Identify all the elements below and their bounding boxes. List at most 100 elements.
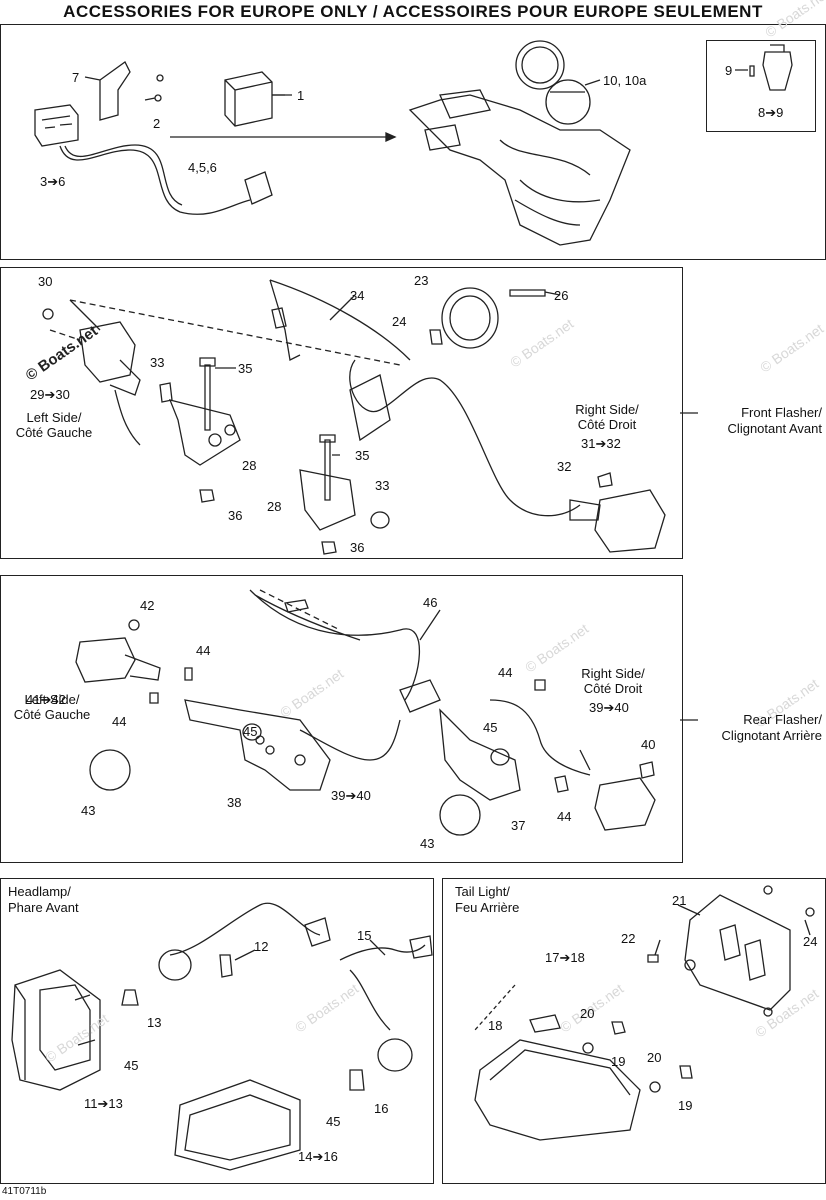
- panel-rear-flasher: [0, 575, 683, 863]
- callout: 45: [483, 720, 498, 735]
- harness-front: [349, 359, 581, 517]
- left-side-label: Left Side/ Côté Gauche: [15, 410, 93, 440]
- callout: 46: [423, 595, 438, 610]
- page-title: ACCESSORIES FOR EUROPE ONLY / ACCESSOIRE…: [63, 2, 763, 21]
- relay-box: [224, 71, 273, 127]
- panel-headlamp: [0, 878, 434, 1184]
- callout: 32: [557, 459, 572, 474]
- bolt-35-left: [199, 357, 216, 431]
- panel-heading: Headlamp/ Phare Avant: [8, 884, 79, 915]
- callout: 38: [227, 795, 242, 810]
- callout: 2: [153, 116, 161, 131]
- callout: 14➔16: [298, 1149, 338, 1164]
- callout: 18: [488, 1018, 503, 1033]
- callout: 34: [350, 288, 365, 303]
- vehicle-front-assembly: [408, 94, 631, 246]
- callout: 45: [326, 1114, 341, 1129]
- group-label-front-flasher: Front Flasher/ Clignotant Avant: [727, 405, 822, 436]
- callout: 26: [554, 288, 569, 303]
- callout: 23: [414, 273, 429, 288]
- callout: 10, 10a: [603, 73, 647, 88]
- callout: 8➔9: [758, 105, 784, 120]
- callout: 33: [150, 355, 165, 370]
- bracket-37: [439, 708, 521, 801]
- socket-12: [158, 949, 192, 981]
- callout: 35: [355, 448, 370, 463]
- callout: 17➔18: [545, 950, 585, 965]
- callout: 11➔13: [84, 1096, 123, 1111]
- bracket-38: [184, 699, 331, 791]
- callout: 19: [678, 1098, 693, 1113]
- callout: 36: [228, 508, 243, 523]
- callout: 13: [147, 1015, 162, 1030]
- callout: 40: [641, 737, 656, 752]
- right-side-label: Right Side/ Côté Droit: [581, 666, 645, 696]
- switch-body: [34, 104, 79, 147]
- left-front-flasher: [79, 321, 136, 383]
- callout: 22: [621, 931, 636, 946]
- inset-box-9: [706, 40, 816, 132]
- callout: 1: [297, 88, 305, 103]
- callout: 36: [350, 540, 365, 555]
- right-side-label: Right Side/ Côté Droit: [575, 402, 639, 432]
- callout: 7: [72, 70, 80, 85]
- callout: 24: [392, 314, 407, 329]
- callout: 3➔6: [40, 174, 66, 189]
- callout: 44: [112, 714, 127, 729]
- license-bracket-21: [684, 894, 791, 1011]
- harness-15: [339, 944, 426, 1031]
- bulb-13: [121, 989, 139, 1006]
- left-side-label: Left Side/ Côté Gauche: [13, 692, 91, 722]
- callout: 42: [140, 598, 155, 613]
- callout: 15: [357, 928, 372, 943]
- mount-bracket: [99, 61, 131, 121]
- harness-12: [169, 902, 321, 956]
- callout: 28: [242, 458, 257, 473]
- gauge-ring: [515, 40, 565, 90]
- panel-heading: Tail Light/ Feu Arrière: [455, 884, 520, 915]
- callout: 45: [243, 724, 258, 739]
- callout: 37: [511, 818, 526, 833]
- callout: 24: [803, 934, 818, 949]
- harness-1: [59, 145, 251, 215]
- callout: 4,5,6: [188, 160, 217, 175]
- callout: 16: [374, 1101, 389, 1116]
- left-rear-flasher: [75, 637, 136, 683]
- callout: 39➔40: [331, 788, 371, 803]
- connector-456: [244, 171, 273, 205]
- callout: 28: [267, 499, 282, 514]
- harness-rear: [249, 589, 421, 761]
- part-9: [749, 65, 755, 77]
- callout: 44: [557, 809, 572, 824]
- callout: 20: [647, 1050, 662, 1065]
- bracket-28-left: [168, 399, 241, 466]
- callout: 31➔32: [581, 436, 621, 451]
- bracket-34: [269, 279, 411, 361]
- callout: 44: [498, 665, 513, 680]
- callout: 44: [196, 643, 211, 658]
- callout: 43: [81, 803, 96, 818]
- callout: 9: [725, 63, 733, 78]
- gauge-cover: [545, 79, 591, 125]
- group-label-rear-flasher: Rear Flasher/ Clignotant Arrière: [721, 712, 822, 743]
- lens-43-left: [89, 749, 131, 791]
- right-front-flasher: [594, 489, 666, 553]
- socket-16: [377, 1038, 413, 1072]
- horn-23: [441, 287, 499, 349]
- callout: 29➔30: [30, 387, 70, 402]
- diagram-code: 41T0711b: [2, 1186, 47, 1197]
- part-8: [762, 44, 793, 91]
- callout: 39➔40: [589, 700, 629, 715]
- bolt-26: [509, 289, 546, 297]
- bracket-28-right: [299, 469, 356, 531]
- callout: 30: [38, 274, 53, 289]
- callout: 21: [672, 893, 687, 908]
- callout: 19: [611, 1054, 626, 1069]
- callout: 35: [238, 361, 253, 376]
- callout: 12: [254, 939, 269, 954]
- callout: 20: [580, 1006, 595, 1021]
- tail-lamp-17: [474, 1039, 641, 1141]
- socket-18: [529, 1014, 561, 1033]
- headlamp-11: [11, 969, 101, 1091]
